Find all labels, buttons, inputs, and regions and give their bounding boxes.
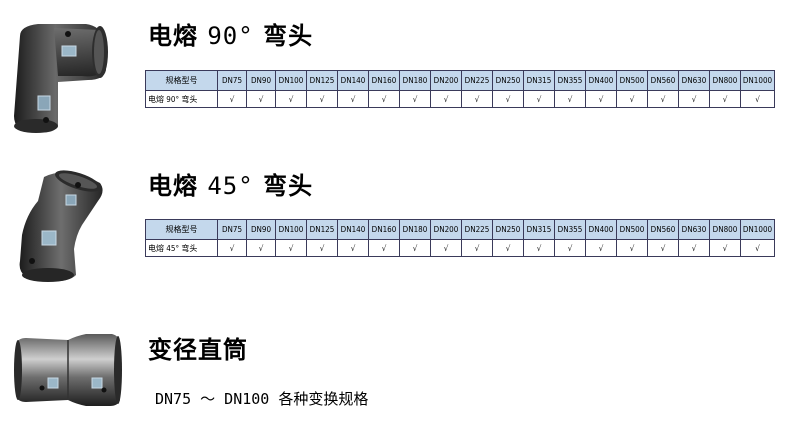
- spec-size-header: DN315: [523, 70, 555, 91]
- spec-size-header: DN800: [709, 219, 741, 240]
- spec-size-header: DN400: [585, 219, 617, 240]
- spec-size-header: DN225: [461, 219, 493, 240]
- spec-size-header: DN355: [554, 219, 586, 240]
- spec-size-header: DN75: [217, 219, 247, 240]
- spec-availability-mark: √: [523, 90, 555, 108]
- spec-size-header: DN160: [368, 219, 400, 240]
- spec-availability-mark: √: [492, 239, 524, 257]
- spec-row-label: 电熔 45° 弯头: [145, 239, 218, 257]
- spec-availability-mark: √: [399, 90, 431, 108]
- spec-availability-mark: √: [368, 90, 400, 108]
- spec-size-header: DN560: [647, 219, 679, 240]
- spec-availability-mark: √: [740, 239, 775, 257]
- spec-availability-mark: √: [275, 239, 307, 257]
- spec-size-header: DN1000: [740, 219, 775, 240]
- spec-availability-mark: √: [399, 239, 431, 257]
- product-title: 电熔 45° 弯头: [148, 172, 314, 200]
- spec-availability-mark: √: [678, 239, 710, 257]
- spec-availability-mark: √: [616, 239, 648, 257]
- spec-header-label: 规格型号: [145, 219, 218, 240]
- product-title: 电熔 90° 弯头: [148, 22, 314, 50]
- spec-availability-mark: √: [616, 90, 648, 108]
- spec-availability-mark: √: [709, 239, 741, 257]
- spec-availability-mark: √: [492, 90, 524, 108]
- spec-availability-mark: √: [246, 90, 276, 108]
- spec-availability-mark: √: [368, 239, 400, 257]
- spec-availability-mark: √: [585, 90, 617, 108]
- spec-size-header: DN200: [430, 70, 462, 91]
- spec-availability-mark: √: [678, 90, 710, 108]
- spec-size-header: DN630: [678, 219, 710, 240]
- spec-availability-mark: √: [275, 90, 307, 108]
- spec-availability-mark: √: [740, 90, 775, 108]
- spec-availability-mark: √: [709, 90, 741, 108]
- spec-size-header: DN90: [246, 70, 276, 91]
- spec-availability-mark: √: [461, 239, 493, 257]
- spec-size-header: DN500: [616, 219, 648, 240]
- reducer-coupling-icon: [14, 334, 122, 406]
- spec-size-header: DN140: [337, 70, 369, 91]
- spec-availability-mark: √: [246, 239, 276, 257]
- spec-availability-mark: √: [306, 90, 338, 108]
- spec-size-header: DN400: [585, 70, 617, 91]
- spec-header-label: 规格型号: [145, 70, 218, 91]
- spec-size-header: DN630: [678, 70, 710, 91]
- spec-size-header: DN140: [337, 219, 369, 240]
- spec-availability-mark: √: [554, 90, 586, 108]
- spec-size-header: DN315: [523, 219, 555, 240]
- spec-availability-mark: √: [647, 239, 679, 257]
- size-range-text: DN75 ～ DN100 各种变换规格: [155, 390, 369, 408]
- spec-row-label: 电熔 90° 弯头: [145, 90, 218, 108]
- spec-availability-mark: √: [430, 90, 462, 108]
- spec-size-header: DN560: [647, 70, 679, 91]
- spec-size-header: DN250: [492, 219, 524, 240]
- spec-availability-mark: √: [217, 90, 247, 108]
- spec-size-header: DN225: [461, 70, 493, 91]
- spec-size-header: DN180: [399, 219, 431, 240]
- spec-size-header: DN100: [275, 70, 307, 91]
- spec-availability-mark: √: [430, 239, 462, 257]
- spec-availability-mark: √: [337, 239, 369, 257]
- spec-size-header: DN125: [306, 70, 338, 91]
- spec-availability-mark: √: [585, 239, 617, 257]
- spec-size-header: DN90: [246, 219, 276, 240]
- spec-size-header: DN75: [217, 70, 247, 91]
- spec-size-header: DN100: [275, 219, 307, 240]
- spec-size-header: DN180: [399, 70, 431, 91]
- spec-availability-mark: √: [217, 239, 247, 257]
- spec-size-header: DN355: [554, 70, 586, 91]
- pipe-elbow-45-icon: [19, 170, 103, 282]
- spec-availability-mark: √: [554, 239, 586, 257]
- spec-size-header: DN160: [368, 70, 400, 91]
- spec-size-header: DN250: [492, 70, 524, 91]
- spec-size-header: DN125: [306, 219, 338, 240]
- spec-availability-mark: √: [523, 239, 555, 257]
- spec-availability-mark: √: [306, 239, 338, 257]
- spec-size-header: DN500: [616, 70, 648, 91]
- product-title: 变径直筒: [148, 336, 248, 364]
- pipe-elbow-90-icon: [14, 24, 108, 133]
- spec-size-header: DN1000: [740, 70, 775, 91]
- spec-availability-mark: √: [461, 90, 493, 108]
- spec-size-header: DN800: [709, 70, 741, 91]
- spec-availability-mark: √: [647, 90, 679, 108]
- spec-size-header: DN200: [430, 219, 462, 240]
- spec-availability-mark: √: [337, 90, 369, 108]
